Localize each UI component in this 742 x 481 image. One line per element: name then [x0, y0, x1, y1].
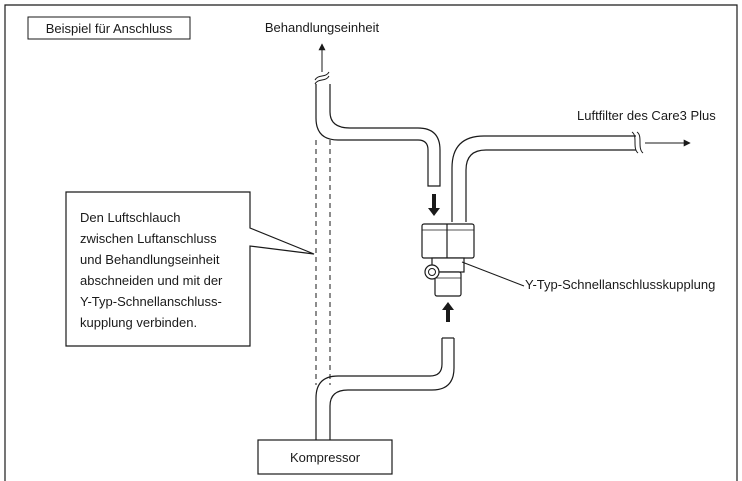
outer-frame — [4, 4, 738, 481]
treatment-unit-label: Behandlungseinheit — [265, 20, 380, 35]
compressor-box — [257, 439, 393, 475]
instruction-text: Den Luftschlauch zwischen Luftanschluss … — [80, 210, 226, 330]
tube-break-mark-right-2 — [636, 131, 644, 154]
coupling-label: Y-Typ-Schnellanschlusskupplung — [525, 277, 715, 292]
instruction-line-6: kupplung verbinden. — [80, 315, 197, 330]
instruction-line-4: abschneiden und mit der — [80, 273, 223, 288]
instruction-line-5: Y-Typ-Schnellanschluss- — [80, 294, 222, 309]
tube-to-air-filter — [451, 135, 636, 222]
tube-break-mark-top-2 — [314, 75, 330, 85]
tube-break-mark-right — [631, 131, 639, 154]
air-filter-label: Luftfilter des Care3 Plus — [577, 108, 716, 123]
title-text: Beispiel für Anschluss — [46, 21, 173, 36]
y-coupling — [421, 223, 475, 297]
up-arrow-icon — [442, 302, 454, 322]
tube-to-treatment-unit — [315, 84, 441, 187]
tube-break-mark-top — [314, 71, 330, 81]
coupling-leader-line — [461, 261, 525, 287]
title-box — [27, 16, 191, 40]
instruction-line-1: Den Luftschlauch — [80, 210, 180, 225]
tube-from-compressor — [315, 338, 455, 440]
instruction-line-2: zwischen Luftanschluss — [80, 231, 217, 246]
down-arrow-icon — [428, 194, 440, 216]
instruction-callout — [65, 191, 315, 347]
instruction-line-3: und Behandlungseinheit — [80, 252, 220, 267]
compressor-label: Kompressor — [290, 450, 361, 465]
